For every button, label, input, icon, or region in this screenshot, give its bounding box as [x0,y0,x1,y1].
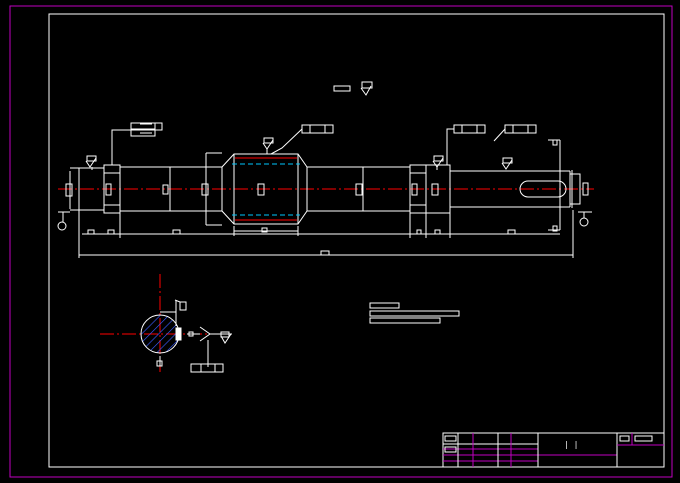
cross-section-view[interactable] [100,274,232,373]
general-roughness-note [333,81,373,96]
sheet-border [9,5,673,478]
keyway-slot [519,180,567,198]
shaft-main-view[interactable] [58,153,594,225]
technical-notes [369,302,460,324]
section-hatch-area [140,314,180,354]
drawing-frame [48,13,665,468]
title-block[interactable]: | | [442,432,665,468]
main-view-dimensions [57,139,592,258]
title-block-title: | | [564,440,578,449]
tolerance-callouts [85,122,537,170]
